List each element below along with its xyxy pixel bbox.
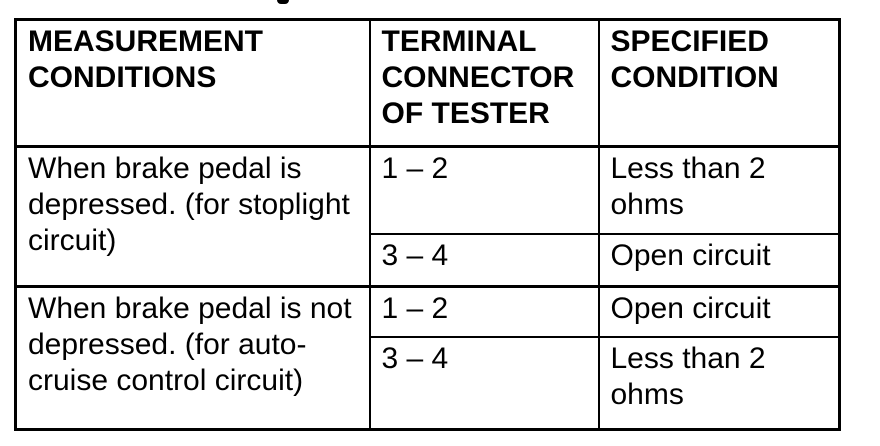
measurement-spec-table: MEASUREMENT CONDITIONS TERMINAL CONNECTO… [14,18,841,431]
terminal-cell-3-4: 3 – 4 [368,232,600,288]
header-terminal-connector: TERMINAL CONNECTOR OF TESTER [368,18,600,148]
condition-cell-pedal-depressed: When brake pedal is depressed. (for stop… [14,145,371,288]
table-row: When brake pedal is not depressed. (for … [14,285,841,431]
terminal-cell-1-2: 1 – 2 [368,145,600,235]
cropped-text-artifact [277,0,289,4]
table-row: 3 – 4 Open circuit [16,232,841,288]
terminal-cell-1-2: 1 – 2 [368,285,600,338]
specified-cell-less-than-2-ohms: Less than 2 ohms [597,335,841,431]
condition-cell-pedal-not-depressed: When brake pedal is not depressed. (for … [14,285,371,431]
specified-cell-open-circuit: Open circuit [597,232,841,288]
header-specified-condition: SPECIFIED CONDITION [597,18,841,148]
header-measurement-conditions: MEASUREMENT CONDITIONS [14,18,371,148]
table-row: When brake pedal is depressed. (for stop… [14,145,841,288]
header-row: MEASUREMENT CONDITIONS TERMINAL CONNECTO… [14,18,841,148]
terminal-cell-3-4: 3 – 4 [368,335,600,431]
table-row: 3 – 4 Less than 2 ohms [16,335,841,431]
specified-cell-open-circuit: Open circuit [597,285,841,338]
specified-cell-less-than-2-ohms: Less than 2 ohms [597,145,841,235]
